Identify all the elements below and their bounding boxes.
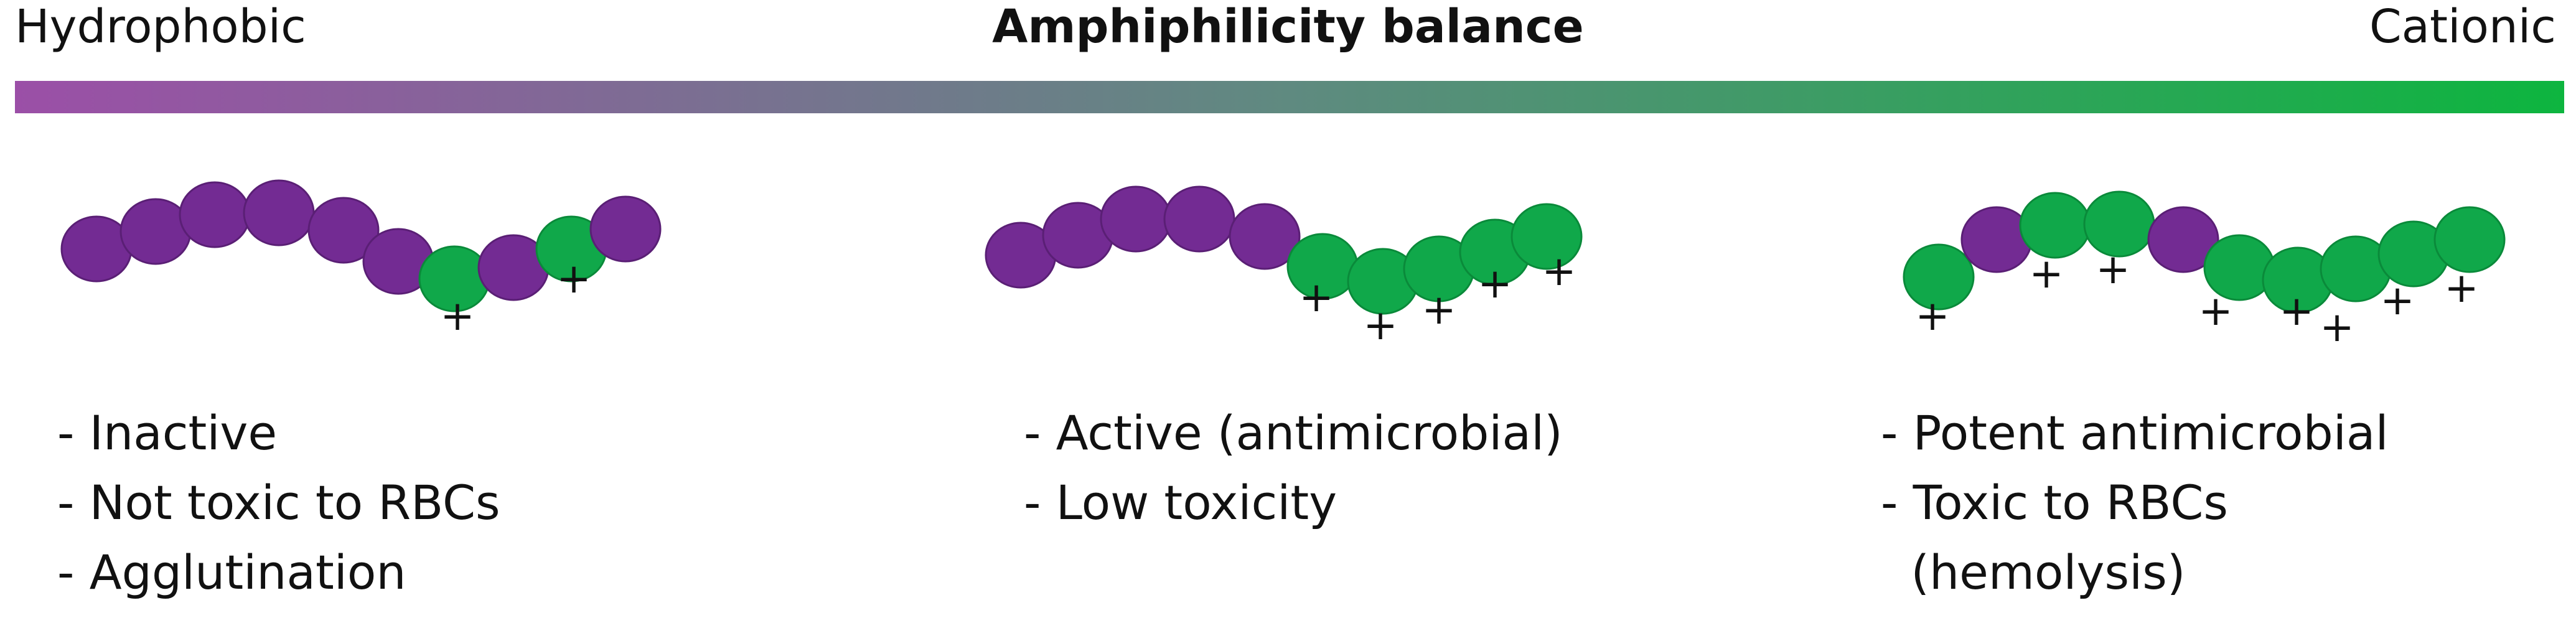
cationic-residue: [1510, 203, 1583, 270]
cationic-residue: [2433, 206, 2506, 273]
positive-charge-symbol: +: [2279, 287, 2313, 335]
description-line: (hemolysis): [1881, 545, 2186, 600]
positive-charge-symbol: +: [440, 292, 474, 340]
description-line: - Agglutination: [57, 545, 406, 600]
description-line: - Toxic to RBCs: [1881, 475, 2229, 530]
positive-charge-symbol: +: [2380, 276, 2414, 324]
positive-charge-symbol: +: [1363, 301, 1397, 349]
positive-charge-symbol: +: [1421, 286, 1456, 334]
positive-charge-symbol: +: [2029, 250, 2063, 297]
positive-charge-symbol: +: [1299, 273, 1333, 321]
cationic-peptide-description: - Potent antimicrobial - Toxic to RBCs (…: [1881, 398, 2389, 607]
hydrophobic-residue: [243, 179, 315, 246]
active-peptide-description: - Active (antimicrobial) - Low toxicity: [1024, 398, 1563, 538]
positive-charge-symbol: +: [1478, 260, 1512, 307]
positive-charge-symbol: +: [1915, 292, 1949, 340]
description-line: - Potent antimicrobial: [1881, 405, 2389, 461]
positive-charge-symbol: +: [2444, 264, 2478, 312]
description-line: - Low toxicity: [1024, 475, 1337, 530]
cationic-label: Cationic: [2369, 0, 2556, 54]
hydrophobic-residue: [2147, 206, 2219, 273]
hydrophobic-residue: [1229, 203, 1301, 270]
hydrophobic-residue: [589, 195, 662, 263]
positive-charge-symbol: +: [2096, 245, 2130, 293]
amphiphilicity-gradient-bar: [15, 81, 2564, 113]
hydrophobic-residue: [307, 197, 380, 264]
cationic-residue: [2019, 192, 2091, 259]
positive-charge-symbol: +: [1542, 247, 1576, 295]
peptide-chain: ++++++++: [1903, 190, 2506, 351]
inactive-peptide-description: - Inactive - Not toxic to RBCs - Aggluti…: [57, 398, 500, 607]
description-line: - Active (antimicrobial): [1024, 405, 1563, 461]
hydrophobic-residue: [1163, 185, 1235, 253]
positive-charge-symbol: +: [556, 255, 591, 302]
hydrophobic-residue: [1100, 185, 1172, 253]
positive-charge-symbol: +: [2198, 287, 2232, 335]
description-line: - Inactive: [57, 405, 278, 461]
cationic-residue: [1903, 243, 1975, 311]
description-line: - Not toxic to RBCs: [57, 475, 500, 530]
peptide-chain: + + + + +: [985, 185, 1583, 349]
hydrophobic-residue: [179, 181, 251, 248]
diagram-title: Amphiphilicity balance: [992, 0, 1584, 54]
positive-charge-symbol: +: [2320, 303, 2354, 351]
hydrophobic-label: Hydrophobic: [15, 0, 306, 54]
peptide-chain: ++: [60, 179, 662, 340]
